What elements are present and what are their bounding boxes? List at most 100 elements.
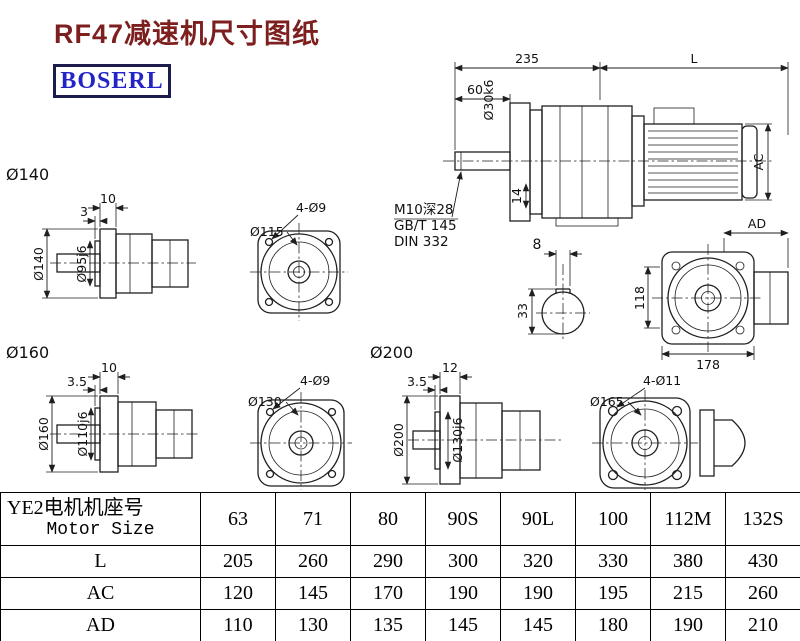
motor-frame-63: 63 (200, 492, 276, 546)
value-AC-71: 145 (275, 577, 351, 610)
caption-200: Ø200 (370, 343, 413, 362)
label-holes-4d9-bottom: 4-Ø9 (300, 373, 330, 388)
dim-d140: Ø140 (31, 228, 98, 299)
dim-AC: AC (745, 123, 772, 201)
value-L-63: 205 (200, 545, 276, 578)
dim-label-160-35: 3.5 (67, 374, 87, 389)
motor-size-header-cn: YE2电机机座号 (7, 497, 144, 520)
dim-label-8: 8 (533, 237, 542, 253)
dim-label-shaft-dia: Ø30k6 (481, 79, 496, 120)
dim-label-178: 178 (696, 357, 720, 372)
dim-label-d95: Ø95j6 (74, 245, 89, 282)
value-L-80: 290 (350, 545, 426, 578)
dim-140-10: 10 (88, 191, 128, 227)
dim-label-160-10: 10 (101, 360, 117, 375)
table-row-L: L 205 260 290 300 320 330 380 430 (0, 545, 800, 578)
motor-frame-80: 80 (350, 492, 426, 546)
flange-200-side-view: Ø200 (370, 343, 562, 485)
value-AC-90s: 190 (425, 577, 501, 610)
label-holes-4d9-top: 4-Ø9 (296, 200, 326, 215)
dim-label-200-12: 12 (442, 360, 458, 375)
row-label-AC: AC (0, 577, 201, 610)
value-AD-112m: 190 (650, 609, 726, 641)
dim-L: L (599, 51, 789, 135)
dim-d110: Ø110j6 (75, 407, 95, 461)
dim-160-10: 10 (88, 360, 130, 394)
boserl-logo-box: BOSERL (53, 64, 171, 98)
row-label-L: L (0, 545, 201, 578)
dim-label-235: 235 (515, 51, 539, 66)
note-gb-standard: GB/T 145 (394, 218, 457, 234)
dim-label-140-10: 10 (100, 191, 116, 206)
dim-label-d130j6: Ø130j6 (450, 417, 465, 462)
dim-label-118: 118 (632, 286, 647, 310)
dim-key-width-8: 8 (533, 237, 582, 286)
dim-14: 14 (509, 183, 530, 209)
dim-label-AC: AC (751, 153, 766, 170)
value-AD-132s: 210 (725, 609, 800, 641)
value-AC-80: 170 (350, 577, 426, 610)
dim-label-d110: Ø110j6 (75, 411, 90, 456)
label-bolt-circle-d115: Ø115 (250, 224, 284, 239)
value-AD-90l: 145 (500, 609, 576, 641)
flange-115-front-view: 4-Ø9 Ø115 (250, 200, 348, 321)
value-AC-90l: 190 (500, 577, 576, 610)
dim-235: 235 (454, 51, 601, 150)
row-label-AD: AD (0, 609, 201, 641)
boserl-logo-text: BOSERL (60, 67, 164, 94)
note-thread-spec: M10深28 (394, 202, 454, 218)
dim-160-35: 3.5 (67, 374, 108, 406)
dim-shaft-diameter: Ø30k6 (481, 79, 496, 120)
dim-label-d200: Ø200 (391, 423, 406, 457)
thread-note: M10深28 GB/T 145 DIN 332 (394, 171, 463, 250)
value-L-90l: 320 (500, 545, 576, 578)
motor-frame-132s: 132S (725, 492, 800, 546)
value-L-90s: 300 (425, 545, 501, 578)
dim-d95: Ø95j6 (74, 240, 94, 287)
dim-label-d160: Ø160 (36, 417, 51, 451)
value-AD-63: 110 (200, 609, 276, 641)
dim-d160: Ø160 (36, 395, 98, 473)
dim-label-L: L (691, 51, 698, 66)
technical-drawing: 235 L 60 Ø30k6 AC 14 M10深28 GB/T 145 (6, 51, 789, 490)
motor-size-header-cell: YE2电机机座号 Motor Size (0, 492, 201, 546)
dim-d200: Ø200 (391, 395, 438, 485)
value-AC-63: 120 (200, 577, 276, 610)
dim-key-height-33: 33 (515, 288, 563, 335)
dim-118: 118 (632, 266, 660, 329)
value-L-100: 330 (575, 545, 651, 578)
value-L-132s: 430 (725, 545, 800, 578)
value-AC-100: 195 (575, 577, 651, 610)
table-row-AC: AC 120 145 170 190 190 195 215 260 (0, 577, 800, 610)
dim-label-d140: Ø140 (31, 247, 46, 281)
note-din-standard: DIN 332 (394, 234, 449, 250)
dim-140-3: 3 (80, 204, 108, 239)
label-bolt-circle-d130: Ø130 (248, 394, 282, 409)
motor-frame-112m: 112M (650, 492, 726, 546)
rear-view (652, 244, 789, 352)
value-AD-71: 130 (275, 609, 351, 641)
motor-frame-90l: 90L (500, 492, 576, 546)
flange-140-side-view: Ø140 (6, 165, 196, 299)
dim-60: 60 (454, 82, 511, 150)
table-header-row: YE2电机机座号 Motor Size 63 71 80 90S 90L 100… (0, 492, 800, 546)
gearmotor-side-view (443, 102, 772, 227)
dim-200-35: 3.5 (407, 374, 448, 410)
caption-140: Ø140 (6, 165, 49, 184)
shaft-key-section-view (536, 264, 590, 342)
value-AC-132s: 260 (725, 577, 800, 610)
value-L-112m: 380 (650, 545, 726, 578)
label-holes-4d11: 4-Ø11 (643, 373, 681, 388)
label-bolt-circle-d165: Ø165 (590, 394, 624, 409)
dim-label-AD: AD (748, 216, 766, 231)
dim-label-200-35: 3.5 (407, 374, 427, 389)
value-AD-100: 180 (575, 609, 651, 641)
motor-frame-71: 71 (275, 492, 351, 546)
caption-160: Ø160 (6, 343, 49, 362)
flange-160-side-view: Ø160 (6, 343, 200, 473)
value-AD-80: 135 (350, 609, 426, 641)
dimension-table: YE2电机机座号 Motor Size 63 71 80 90S 90L 100… (0, 492, 800, 641)
dim-d130j6: Ø130j6 (444, 411, 465, 470)
flange-165-front-view: 4-Ø11 Ø165 (590, 373, 746, 490)
